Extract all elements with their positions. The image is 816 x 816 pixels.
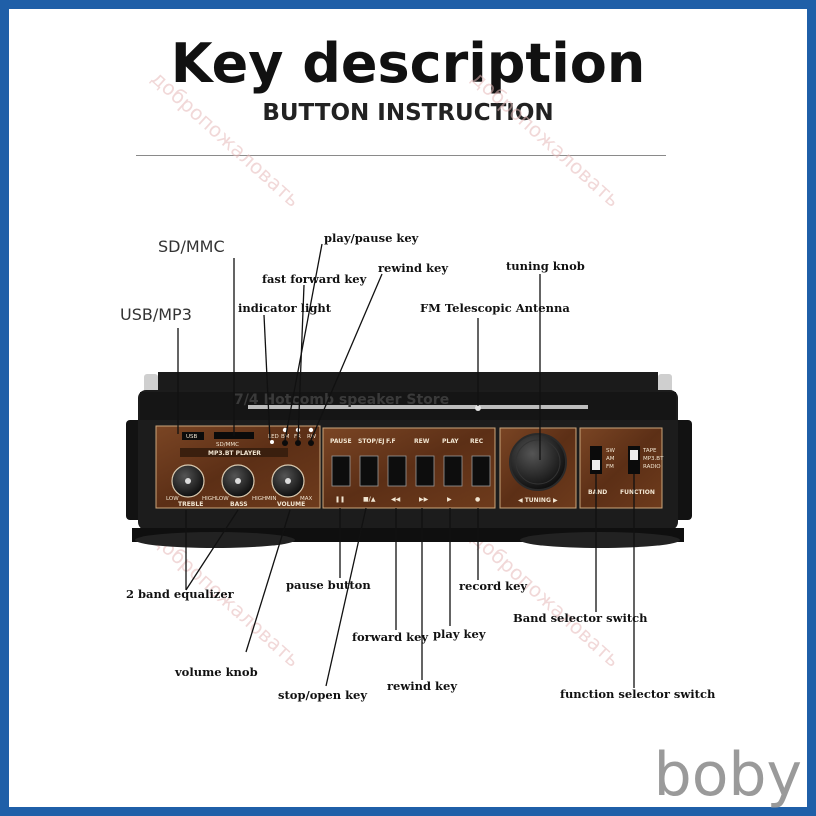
tuning-label: ◀ TUNING ▶ <box>518 497 558 504</box>
callout-usb-mp3: USB/MP3 <box>120 305 192 324</box>
tape-key-label: REC <box>470 438 484 445</box>
tape-keys-panel: PAUSE ❚❚ STOP/EJ ■/▲ F.F ◀◀ REW ▶▶ PLAY ▶ REC ● <box>322 427 496 509</box>
tape-key-symbol: ■/▲ <box>363 496 376 503</box>
svg-text:HIGH: HIGH <box>252 496 266 502</box>
callout-rewind-key-top: rewind key <box>378 261 448 275</box>
tape-key-label: PLAY <box>442 438 459 445</box>
svg-text:VOLUME: VOLUME <box>277 501 305 508</box>
led-label: LED <box>268 434 279 440</box>
callout-indicator-light: indicator light <box>238 301 332 315</box>
callout-stop-open-key: stop/open key <box>278 688 367 702</box>
tape-key-symbol: ● <box>475 496 480 503</box>
tape-key-label: F.F <box>386 438 396 445</box>
callout-pause-button: pause button <box>286 578 371 592</box>
page-title: Key description <box>170 32 646 95</box>
usb-port <box>182 432 204 440</box>
callout-forward-key: forward key <box>352 630 428 644</box>
svg-text:FUNCTION: FUNCTION <box>620 489 655 496</box>
rewind-key <box>308 440 314 446</box>
svg-text:HIGH: HIGH <box>202 496 216 502</box>
callout-function-selector-switch: function selector switch <box>560 687 716 701</box>
svg-text:SW: SW <box>606 448 615 454</box>
tape-key-label: PAUSE <box>330 438 352 445</box>
tape-key-button[interactable] <box>415 455 435 487</box>
svg-text:LOW: LOW <box>166 496 179 502</box>
brand-logo: boby <box>653 740 802 810</box>
usb-port-label: USB <box>186 434 198 440</box>
callout-play-pause-key: play/pause key <box>324 231 419 245</box>
callout-fast-forward-key: fast forward key <box>262 272 367 286</box>
indicator-light <box>270 440 274 444</box>
svg-text:TAPE: TAPE <box>642 448 657 454</box>
tuning-knob <box>509 433 567 491</box>
title-divider <box>136 155 666 156</box>
watermark: добропожаловать <box>467 66 625 212</box>
svg-text:MAX: MAX <box>300 496 313 502</box>
sd-slot-label: SD/MMC <box>216 442 239 448</box>
tape-key-button[interactable] <box>359 455 379 487</box>
fast-forward-key <box>295 440 301 446</box>
tape-key-button[interactable] <box>443 455 463 487</box>
svg-text:RADIO: RADIO <box>643 464 661 470</box>
tuning-panel: ◀ TUNING ▶ <box>499 427 577 509</box>
tape-key-symbol: ▶▶ <box>419 496 429 503</box>
callout-sd-mmc: SD/MMC <box>158 237 225 256</box>
callout-tuning-knob: tuning knob <box>506 259 585 273</box>
callout-rewind-key-bottom: rewind key <box>387 679 457 693</box>
tape-key-button[interactable] <box>331 455 351 487</box>
callout-2-band-equalizer: 2 band equalizer <box>126 587 235 601</box>
tape-key-label: REW <box>414 438 430 445</box>
svg-text:MIN: MIN <box>266 496 276 502</box>
player-label: MP3.BT PLAYER <box>208 450 261 457</box>
svg-text:BAND: BAND <box>588 489 607 496</box>
tape-key-label: STOP/EJ <box>358 438 384 445</box>
callout-record-key: record key <box>459 579 527 593</box>
callout-volume-knob: volume knob <box>174 665 258 679</box>
tape-key-symbol: ▶ <box>447 496 452 503</box>
selector-panel: SW AM FM BAND TAPE MP3.BT RADIO FUNCTION <box>579 427 664 509</box>
play-pause-key <box>282 440 288 446</box>
callout-fm-antenna: FM Telescopic Antenna <box>420 301 570 315</box>
svg-text:FM: FM <box>606 464 614 470</box>
svg-text:TREBLE: TREBLE <box>178 501 203 508</box>
svg-text:AM: AM <box>606 456 615 462</box>
page-subtitle: BUTTON INSTRUCTION <box>262 100 554 126</box>
svg-text:LOW: LOW <box>216 496 229 502</box>
callout-band-selector-switch: Band selector switch <box>513 611 648 625</box>
tape-key-button[interactable] <box>471 455 491 487</box>
svg-text:BASS: BASS <box>230 501 248 508</box>
svg-text:MP3.BT: MP3.BT <box>643 456 664 462</box>
tape-key-symbol: ❚❚ <box>335 496 345 503</box>
mp3-bt-panel: USB SD/MMC LED BM FR RW MP3.BT PLAYER LO… <box>155 425 321 509</box>
store-banner: 7/4 Hotcomb speaker Store <box>234 392 449 408</box>
watermark: добропожаловать <box>147 66 305 212</box>
callout-play-key: play key <box>433 627 486 641</box>
tape-key-symbol: ◀◀ <box>391 496 401 503</box>
tape-key-button[interactable] <box>387 455 407 487</box>
leader-lines <box>177 243 635 688</box>
